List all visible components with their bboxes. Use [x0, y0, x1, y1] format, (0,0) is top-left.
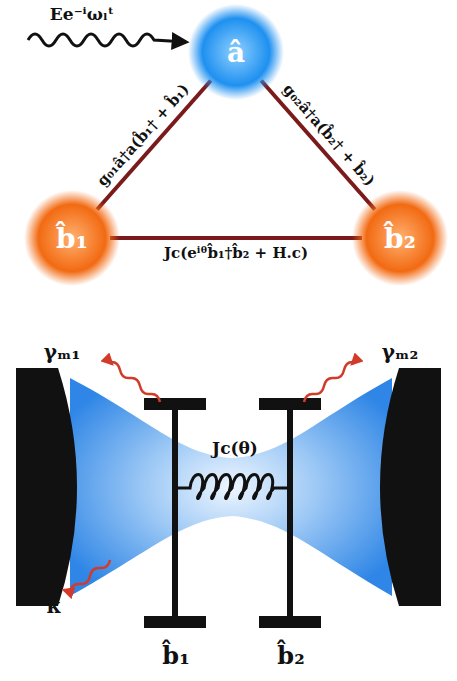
coupling-line — [261, 81, 375, 210]
coupling-label: Jc(eⁱᶿb̂₁†b̂₂ + H.c) — [162, 244, 310, 262]
mode-label: b̂₁ — [24, 190, 120, 286]
mode-symbol: b̂₁ — [56, 222, 88, 255]
cavity-beam — [70, 378, 392, 596]
part-label: κ — [47, 594, 62, 618]
mode-circle: b̂₁ — [24, 190, 120, 286]
mode-symbol: â — [227, 36, 245, 69]
mode-label: b̂₂ — [352, 190, 448, 286]
coupling-label: g₀₁â†a(b̂₁† + b̂₁) — [92, 79, 194, 191]
drive-wave — [28, 34, 186, 46]
left-mirror — [16, 368, 77, 606]
part-label: Jc(θ) — [212, 438, 258, 458]
coupling-line — [97, 81, 211, 210]
mode-label: â — [188, 4, 284, 100]
part-label: γₘ₁ — [44, 340, 81, 364]
decay-wave — [304, 362, 354, 402]
part-label: b̂₂ — [277, 641, 304, 670]
part-label: γₘ₂ — [382, 340, 419, 364]
coupling-line — [110, 236, 362, 240]
mode-symbol: b̂₂ — [384, 222, 416, 255]
membrane-1 — [144, 398, 206, 628]
decay-wave — [110, 362, 160, 402]
right-mirror — [380, 368, 441, 606]
mode-circle: â — [188, 4, 284, 100]
coupling-label: g₀₂â†a(b̂₂† + b̂₂) — [278, 79, 380, 191]
coupling-spring — [178, 475, 287, 499]
mode-circle: b̂₂ — [352, 190, 448, 286]
part-label: b̂₁ — [162, 641, 189, 670]
decay-wave — [64, 560, 110, 592]
part-label: Ee⁻ⁱωₗᵗ — [50, 4, 114, 24]
membrane-2 — [259, 398, 321, 628]
